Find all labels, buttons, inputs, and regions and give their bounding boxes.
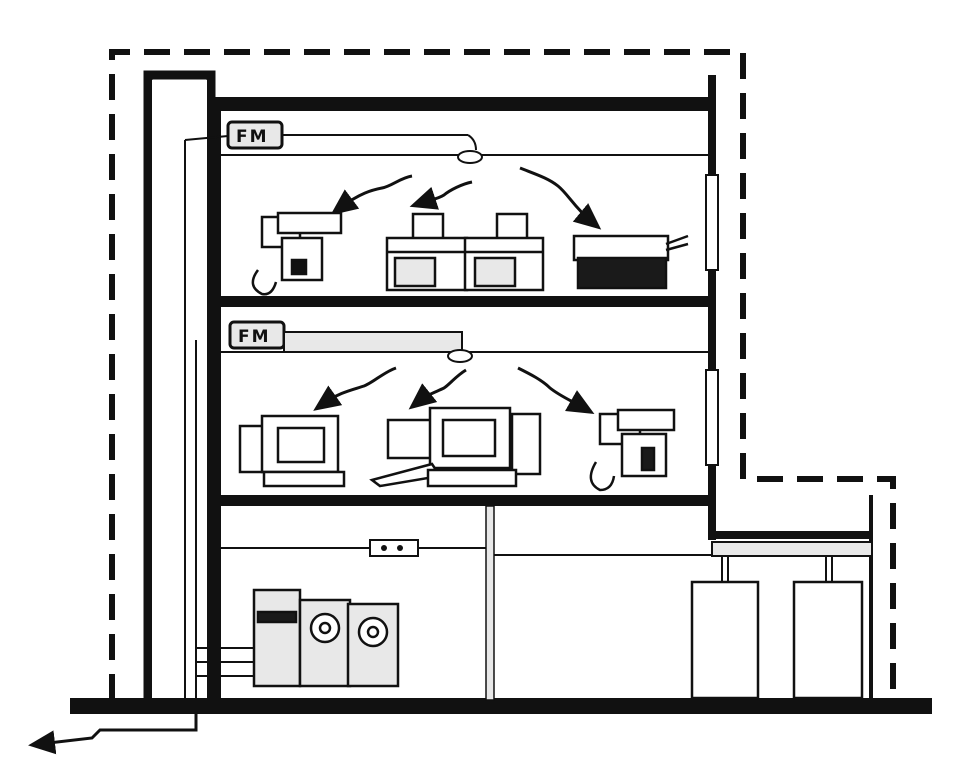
printer-icon [572, 234, 689, 290]
partition-column [485, 505, 495, 701]
fm-unit-upper: FM [226, 120, 284, 150]
dual-workstation-icon [385, 212, 545, 292]
wireless-links-upper [330, 166, 602, 230]
mainframe-cables [196, 647, 254, 677]
wireless-links-middle [313, 366, 595, 414]
wireless-node-middle-icon [447, 349, 473, 363]
fixture-light-1 [381, 545, 387, 551]
roof-slab [211, 97, 716, 111]
ceiling-duct-middle [283, 331, 463, 353]
fax-machine-icon [589, 408, 676, 492]
window-strip-middle [705, 369, 719, 466]
riser-inner [152, 80, 207, 698]
window-strip-upper [705, 174, 719, 271]
cabinet-icon [690, 580, 760, 700]
riser-cable-top [184, 135, 229, 141]
fm-label-upper: FM [236, 127, 269, 147]
mainframe-tape-drive-icon [252, 588, 400, 688]
workstation-with-tower-icon [369, 406, 542, 488]
fax-machine-icon [251, 211, 343, 296]
floor-slab-middle [213, 495, 716, 506]
fm-unit-middle: FM [228, 320, 286, 350]
fm-label-middle: FM [238, 327, 271, 347]
building-envelope-dashed [109, 49, 896, 700]
floor-slab-upper [213, 296, 716, 307]
riser-shaft [143, 70, 216, 700]
ceiling-drop-upper [467, 134, 477, 151]
ground-slab [70, 698, 932, 714]
ceiling-fixture-icon [369, 539, 419, 557]
cabinet-icon [792, 580, 864, 700]
signal-arrow-icon [28, 700, 198, 755]
fixture-light-2 [397, 545, 403, 551]
computer-icon [238, 414, 346, 488]
annex-conduit [711, 541, 873, 582]
wireless-node-upper-icon [457, 150, 483, 164]
